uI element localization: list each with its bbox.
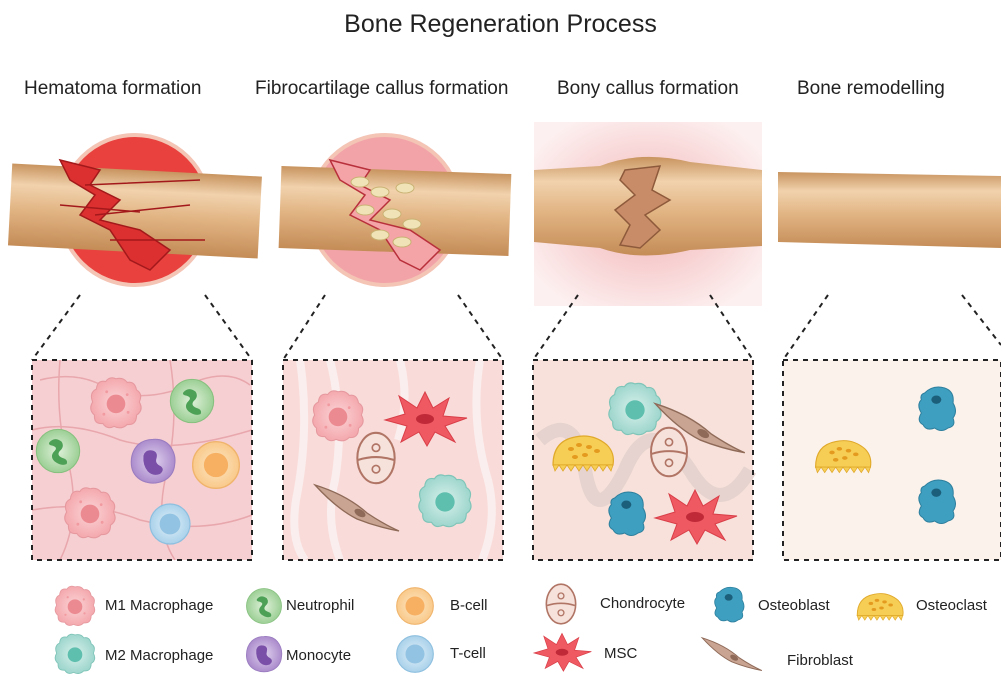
legend-label-osteoclast: Osteoclast xyxy=(916,597,987,614)
legend-label-b-cell: B-cell xyxy=(450,597,488,614)
legend-label-t-cell: T-cell xyxy=(450,645,486,662)
legend-label-m2-macrophage: M2 Macrophage xyxy=(105,647,213,664)
osteoblast-icon xyxy=(715,587,744,622)
hematoma-bone-illustration xyxy=(8,135,262,285)
zoom-panel-remodelling xyxy=(783,360,1001,560)
legend-label-neutrophil: Neutrophil xyxy=(286,597,354,614)
fibroblast-icon xyxy=(702,638,762,671)
bony-callus-bone-illustration xyxy=(534,122,762,306)
legend-label-osteoblast: Osteoblast xyxy=(758,597,830,614)
m1-macrophage-icon xyxy=(55,586,95,625)
neutrophil-icon xyxy=(247,589,282,624)
zoom-panel-hematoma xyxy=(32,360,252,560)
osteoclast-icon xyxy=(857,594,903,621)
b-cell-icon xyxy=(397,588,434,625)
remodelled-bone-illustration xyxy=(778,172,1001,248)
t-cell-icon xyxy=(397,636,434,673)
legend-label-m1-macrophage: M1 Macrophage xyxy=(105,597,213,614)
legend-label-chondrocyte: Chondrocyte xyxy=(600,595,685,612)
monocyte-icon xyxy=(246,636,281,671)
legend-label-msc: MSC xyxy=(604,645,637,662)
zoom-panel-fibrocartilage xyxy=(283,360,503,560)
chondrocyte-icon xyxy=(546,584,575,624)
m2-macrophage-icon xyxy=(55,634,95,673)
fibrocartilage-bone-illustration xyxy=(279,135,512,285)
zoom-lines xyxy=(32,295,1001,360)
zoom-panel-bony-callus xyxy=(533,360,753,560)
legend-label-fibroblast: Fibroblast xyxy=(787,652,853,669)
msc-icon xyxy=(534,633,591,671)
legend-label-monocyte: Monocyte xyxy=(286,647,351,664)
